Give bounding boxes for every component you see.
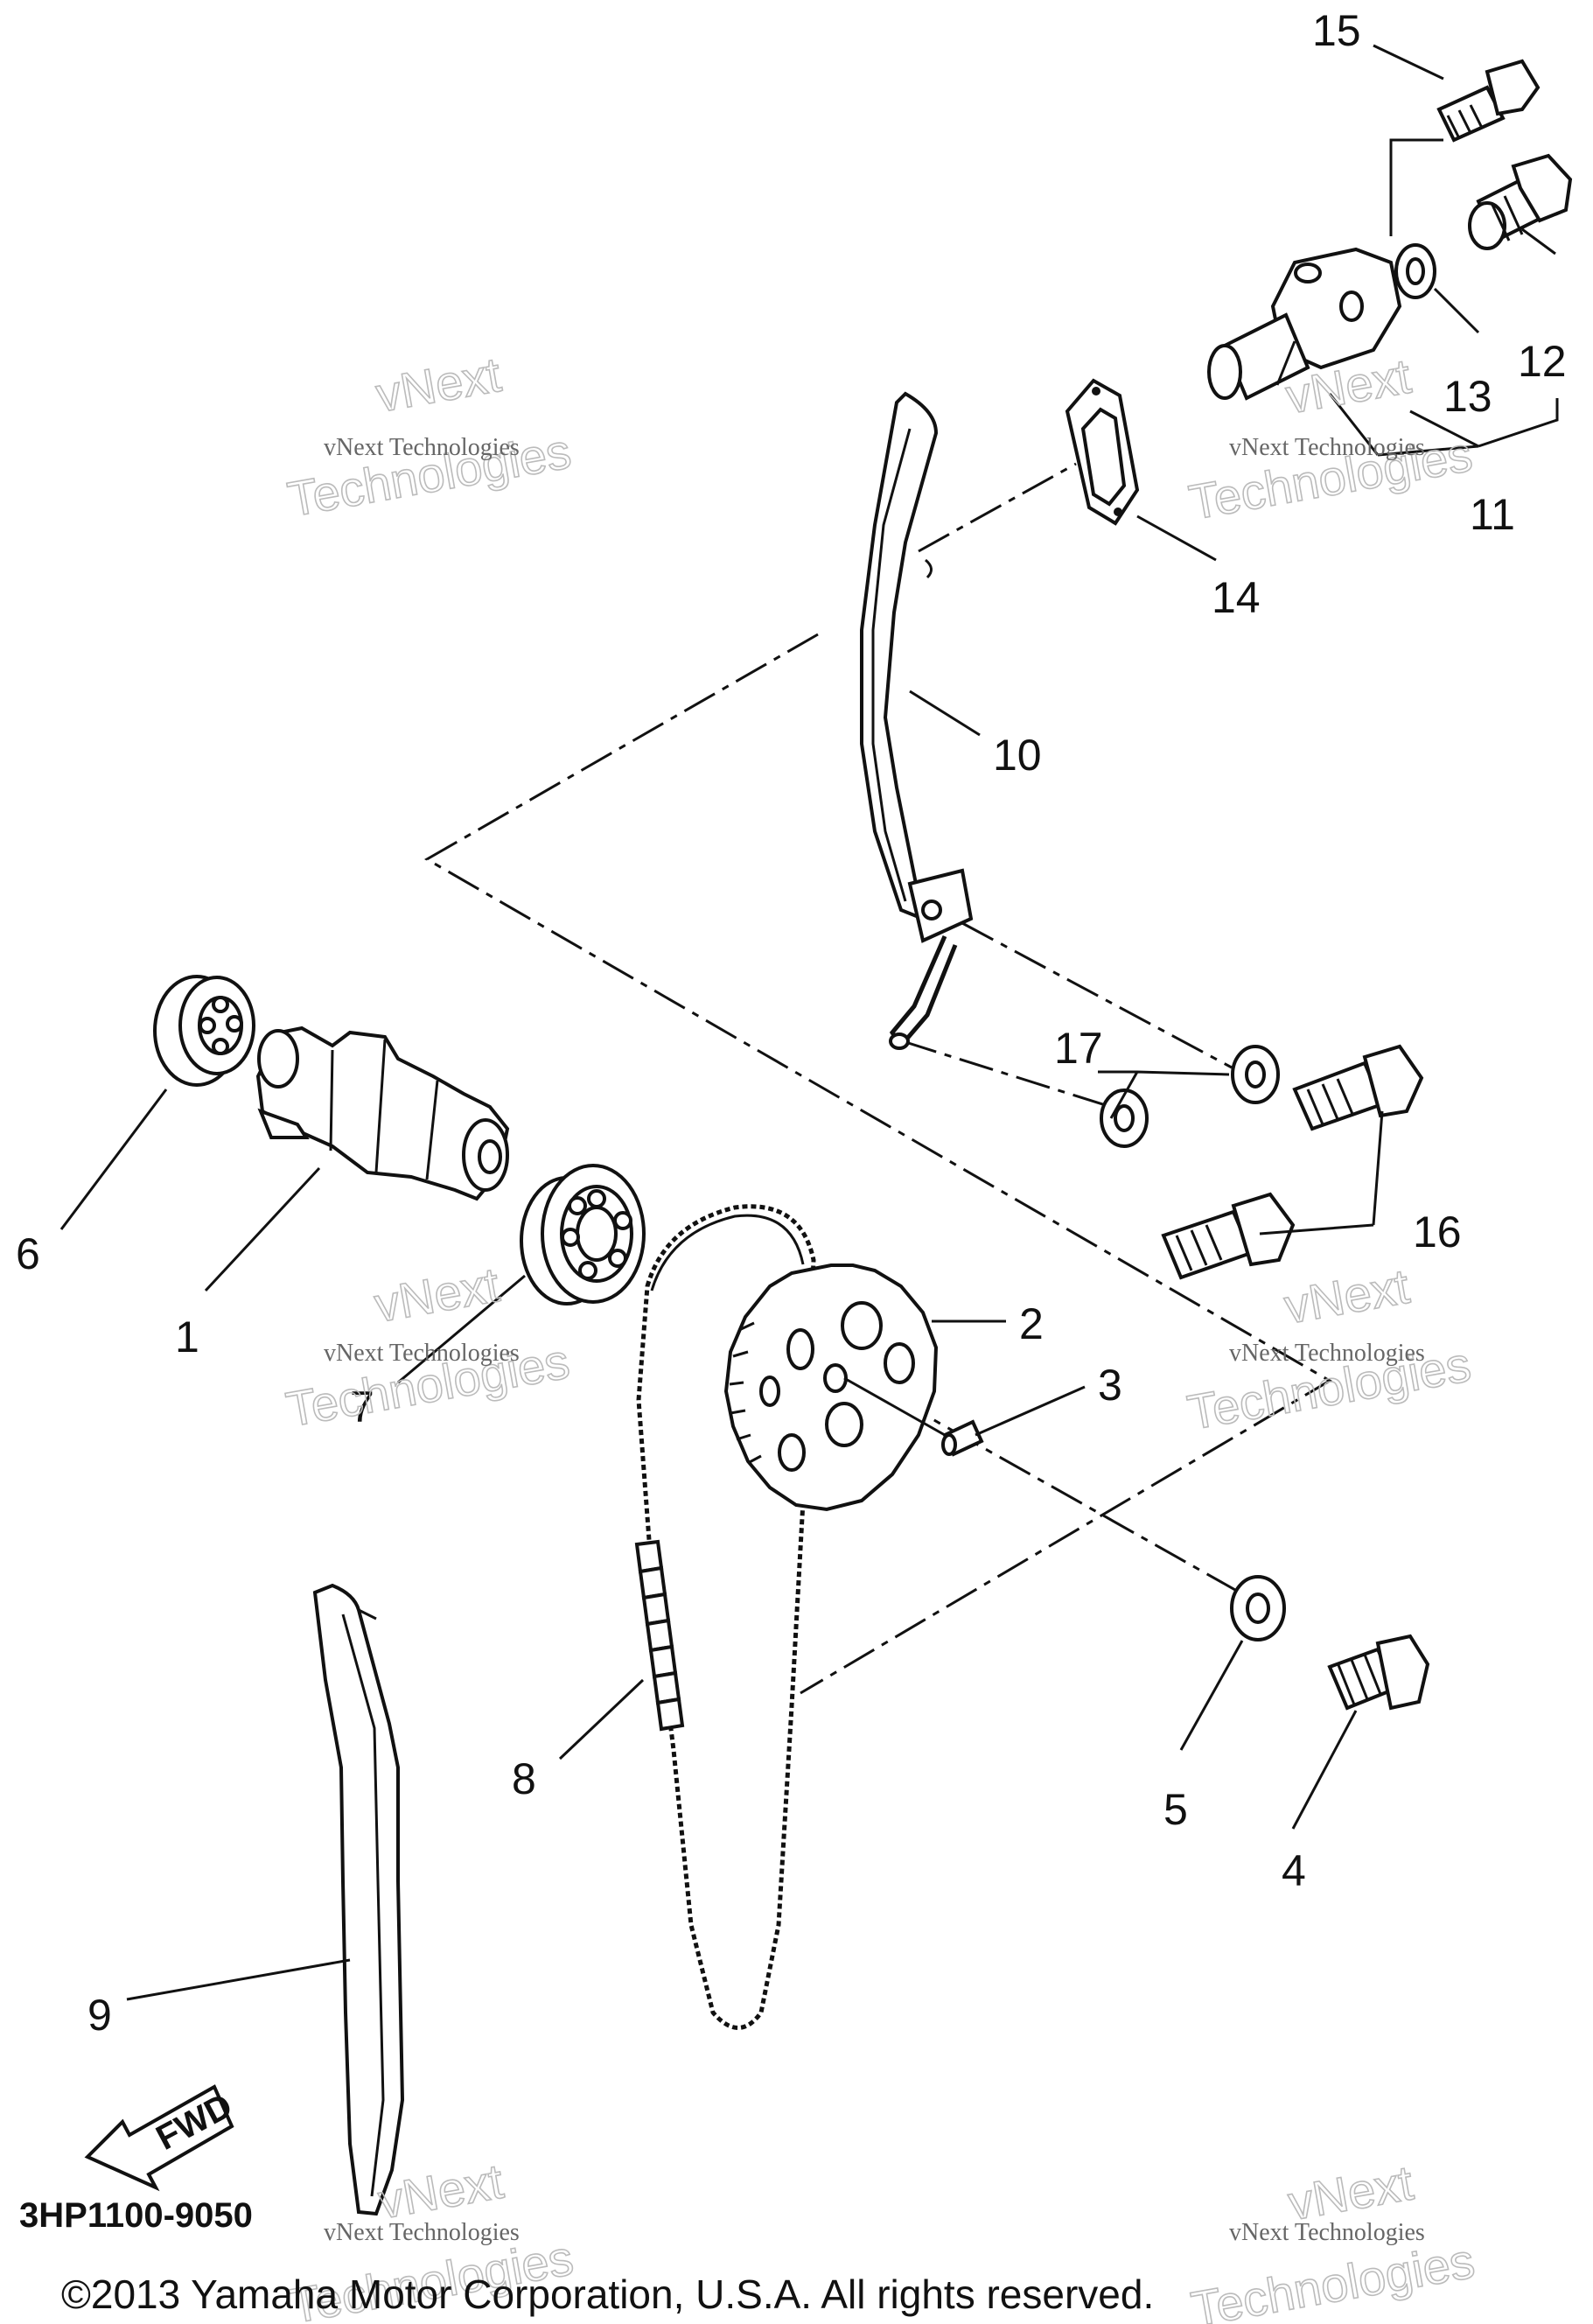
tensioner-cap-bolt-12 xyxy=(1468,153,1573,250)
tensioner-gasket-13 xyxy=(1394,243,1436,299)
callout-10: 10 xyxy=(993,731,1042,780)
cam-chain-8 xyxy=(634,1204,816,2030)
callout-numbers: 15 12 13 11 14 10 17 16 2 3 5 4 8 9 6 1 … xyxy=(16,6,1567,2040)
cam-chain-tensioner-11 xyxy=(1207,247,1402,401)
callout-1: 1 xyxy=(175,1312,199,1362)
sprocket-washer-5 xyxy=(1230,1575,1286,1642)
svg-text:vNext: vNext xyxy=(372,346,505,423)
callout-13: 13 xyxy=(1443,372,1492,421)
svg-text:vNext: vNext xyxy=(370,1256,503,1333)
tensioner-bolt-15 xyxy=(1436,59,1541,143)
chain-guide-9 xyxy=(312,1583,405,2216)
watermark-text: vNext Technologies xyxy=(324,2219,520,2246)
dowel-pin-3 xyxy=(843,1376,984,1457)
sprocket-bolt-4 xyxy=(1327,1634,1430,1711)
cam-sprocket-2 xyxy=(723,1264,939,1512)
callout-7: 7 xyxy=(350,1382,374,1432)
bearing-6 xyxy=(153,975,255,1087)
leader-lines xyxy=(59,44,1559,2001)
guide-bolts-16 xyxy=(1161,1044,1424,1280)
callout-16: 16 xyxy=(1413,1208,1462,1256)
watermark-text: vNext Technologies xyxy=(1229,1340,1425,1367)
callout-5: 5 xyxy=(1163,1785,1188,1834)
callout-9: 9 xyxy=(87,1991,112,2040)
svg-text:vNext: vNext xyxy=(1281,1258,1414,1334)
callout-3: 3 xyxy=(1098,1361,1122,1410)
callout-15: 15 xyxy=(1312,6,1361,55)
watermark-text: vNext Technologies xyxy=(1229,434,1425,461)
watermark-text: vNext Technologies xyxy=(324,1340,520,1367)
chain-guide-10 xyxy=(860,391,974,1050)
callout-4: 4 xyxy=(1282,1846,1306,1895)
guide-washers-17 xyxy=(1100,1045,1280,1148)
callout-8: 8 xyxy=(512,1754,536,1803)
tensioner-gasket-14 xyxy=(1065,378,1140,526)
bearing-7 xyxy=(520,1164,646,1306)
fwd-arrow: FWD xyxy=(84,2084,239,2192)
camshaft-1 xyxy=(255,1026,510,1201)
callout-11: 11 xyxy=(1470,490,1515,539)
callout-17: 17 xyxy=(1054,1024,1103,1073)
part-code: 3HP1100-9050 xyxy=(19,2196,253,2235)
callout-6: 6 xyxy=(16,1229,40,1278)
callout-14: 14 xyxy=(1212,573,1261,622)
watermark-text: vNext Technologies xyxy=(324,434,520,461)
watermark-text: vNext Technologies xyxy=(1229,2219,1425,2246)
callout-2: 2 xyxy=(1019,1299,1044,1348)
copyright-text: ©2013 Yamaha Motor Corporation, U.S.A. A… xyxy=(61,2272,1154,2317)
callout-12: 12 xyxy=(1518,337,1567,386)
svg-text:Technologies: Technologies xyxy=(1187,2233,1478,2324)
